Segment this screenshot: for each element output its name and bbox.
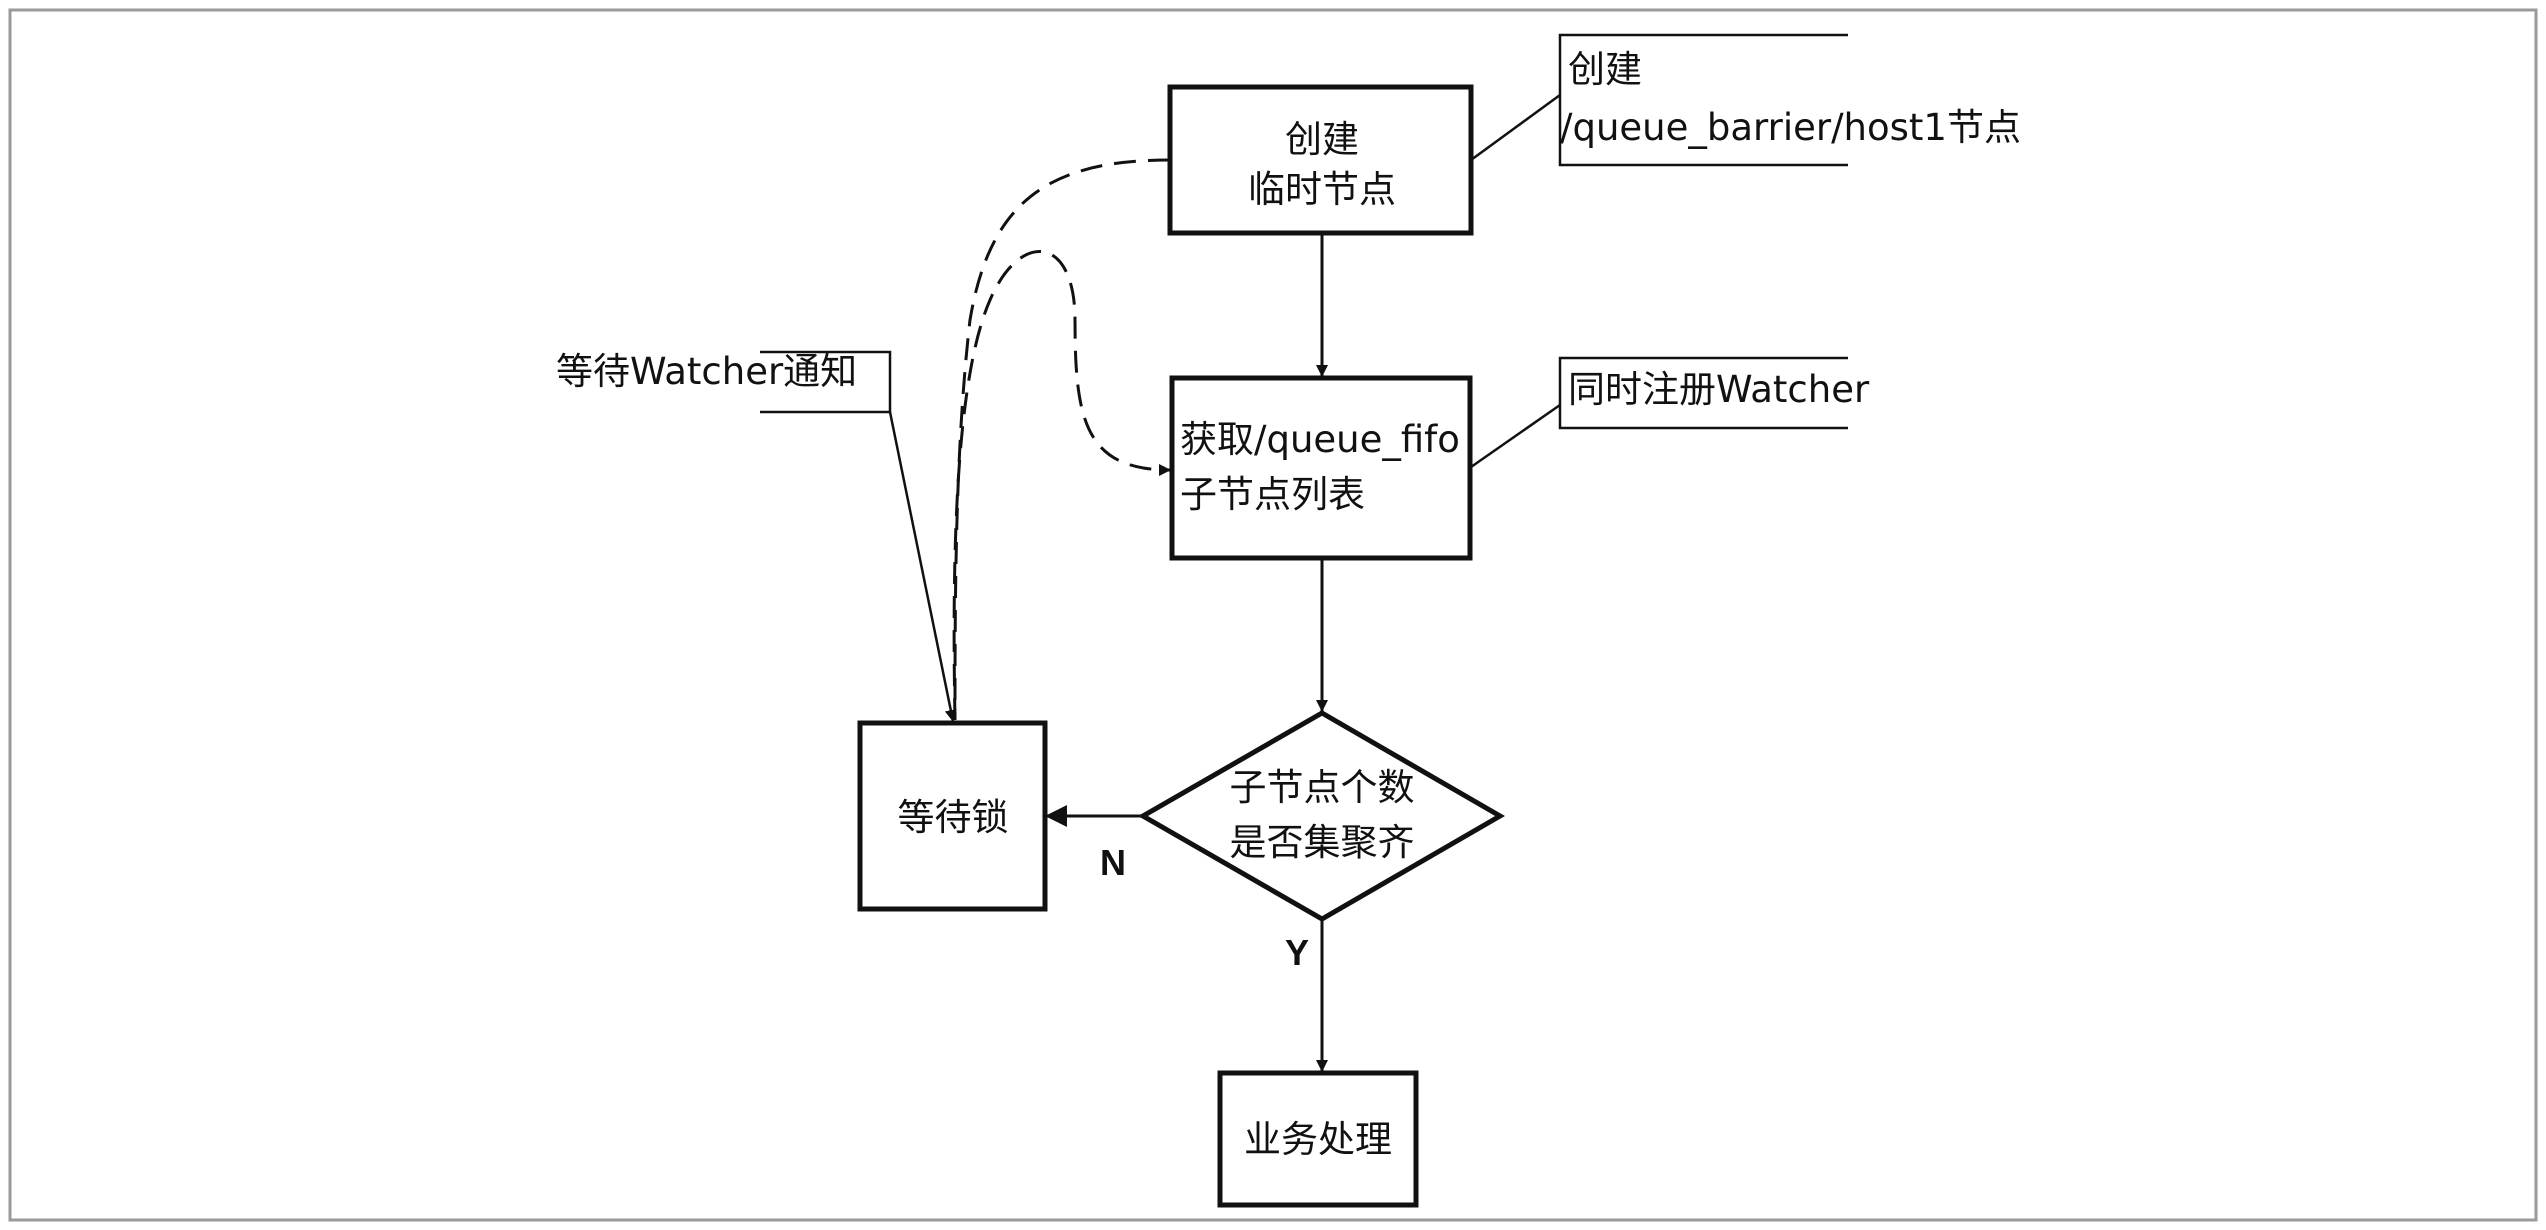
- branch-label-yes: Y: [1285, 932, 1309, 973]
- decision-line1: 子节点个数: [1230, 766, 1415, 809]
- get-children-line1: 获取/queue_fifo: [1180, 418, 1460, 461]
- annotation-create-path-line2: /queue_barrier/host1节点: [1560, 106, 2021, 149]
- annotation-create-path: 创建 /queue_barrier/host1节点: [1470, 33, 2021, 167]
- dashed-create-to-wait: [953, 158, 1171, 721]
- annotation-wait-notify: 等待Watcher通知: [556, 350, 892, 414]
- arrow-notify-to-wait: [888, 411, 957, 722]
- annotation-create-path-line1: 创建: [1568, 48, 1642, 91]
- wait-lock-node: 等待锁: [857, 720, 1048, 912]
- dashed-wait-to-children: [952, 250, 1171, 721]
- business-label: 业务处理: [1244, 1118, 1392, 1161]
- annotation-register-watcher-text: 同时注册Watcher: [1568, 368, 1870, 411]
- decision-node: 子节点个数 是否集聚齐: [1137, 710, 1505, 922]
- create-temp-node-line2: 临时节点: [1248, 168, 1396, 211]
- create-temp-node: 创建 临时节点: [1167, 84, 1474, 236]
- branch-label-no: N: [1100, 842, 1126, 883]
- annotation-register-watcher: 同时注册Watcher: [1470, 356, 1870, 469]
- business-node: 业务处理: [1217, 1070, 1419, 1208]
- wait-lock-label: 等待锁: [898, 796, 1009, 839]
- decision-line2: 是否集聚齐: [1230, 821, 1415, 864]
- annotation-wait-notify-text: 等待Watcher通知: [556, 350, 857, 393]
- create-temp-node-line1: 创建: [1285, 118, 1359, 161]
- get-children-node: 获取/queue_fifo 子节点列表: [1169, 375, 1473, 561]
- get-children-line2: 子节点列表: [1180, 473, 1365, 516]
- outer-frame: [8, 8, 2538, 1222]
